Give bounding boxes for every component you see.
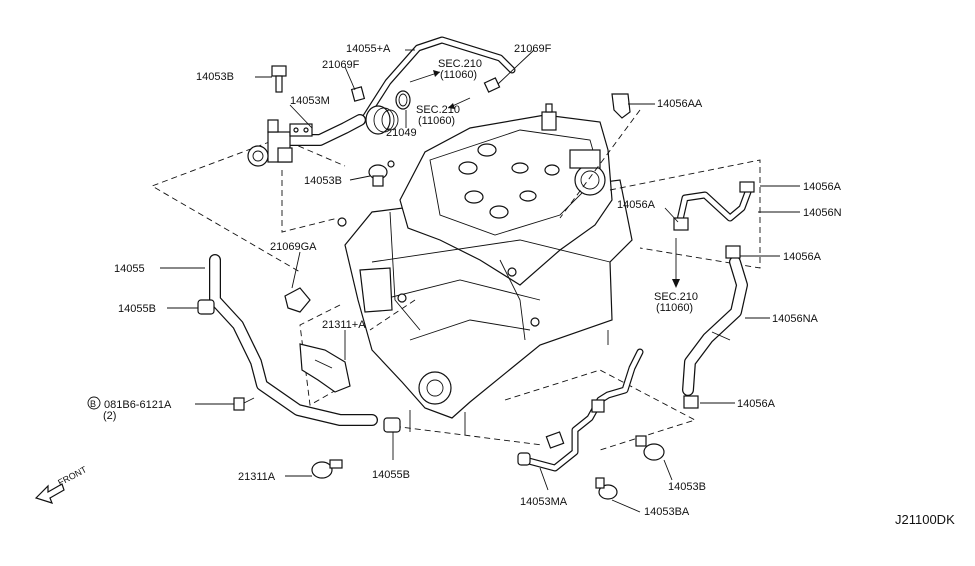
leader-lines [160, 49, 800, 513]
label-21311-plus-a: 21311+A [322, 319, 366, 331]
label-sec210-b-line1: SEC.210 [416, 104, 460, 116]
bracket-14056aa [611, 93, 631, 119]
label-sec210-a-line1: SEC.210 [438, 58, 482, 70]
arrows-sec210-top [409, 70, 471, 109]
hose-14055 [197, 254, 401, 433]
label-21069f-right: 21069F [514, 43, 552, 55]
label-14056a-right-2: 14056A [783, 251, 822, 263]
label-21069ga: 21069GA [270, 241, 317, 253]
engine-assembly [337, 103, 633, 435]
label-sec210-c-line1: SEC.210 [654, 291, 698, 303]
pipe-14053ma [517, 348, 644, 472]
hose-14056na [682, 245, 748, 409]
clamp-21069ga [284, 287, 311, 313]
bolt-14053b-bottom [635, 435, 665, 461]
label-14053ba: 14053BA [644, 506, 690, 518]
label-14056a-right-1: 14056A [803, 181, 842, 193]
bolt-14053b-mid [368, 160, 395, 187]
front-label: FRONT [56, 464, 89, 488]
label-14053b-top: 14053B [196, 71, 234, 83]
label-sec210-a-line2: (11060) [440, 69, 477, 81]
hose-14056n [673, 181, 755, 231]
part-labels: 14055+A 21069F 21069F 14053B 14053M SEC.… [87, 43, 842, 518]
label-14055-plus-a: 14055+A [346, 43, 391, 55]
water-outlet-assembly [247, 77, 501, 167]
bolt-21311a [311, 459, 343, 479]
label-14055b-bottom: 14055B [372, 469, 410, 481]
label-14055: 14055 [114, 263, 145, 275]
label-sec210-c-line2: (11060) [656, 302, 693, 314]
bolt-14053b-top [271, 65, 287, 93]
label-14056na: 14056NA [772, 313, 819, 325]
label-bolt-qty: (2) [103, 410, 116, 422]
label-21311a: 21311A [238, 471, 276, 483]
front-direction-indicator: FRONT [34, 464, 89, 504]
bolt-14053ba [595, 477, 618, 500]
bracket-21311-plus-a [299, 343, 351, 393]
bolt-081b6-6121a [233, 397, 255, 411]
label-sec210-b-line2: (11060) [418, 115, 455, 127]
label-21069f-top: 21069F [322, 59, 360, 71]
label-14053ma: 14053MA [520, 496, 568, 508]
label-14056n: 14056N [803, 207, 842, 219]
label-14053b-bottom: 14053B [668, 481, 706, 493]
label-14056a-right-3: 14056A [737, 398, 776, 410]
diagram-code: J21100DK [895, 512, 955, 527]
label-14053b-mid: 14053B [304, 175, 342, 187]
label-14056a-left: 14056A [617, 199, 656, 211]
arrow-sec210-right [672, 238, 680, 288]
label-14053m: 14053M [290, 95, 330, 107]
label-bolt-circle: B [90, 399, 96, 409]
label-14056aa: 14056AA [657, 98, 703, 110]
label-21049: 21049 [386, 127, 417, 139]
label-14055b-left: 14055B [118, 303, 156, 315]
label-081b6-6121a: 081B6-6121A [104, 399, 172, 411]
